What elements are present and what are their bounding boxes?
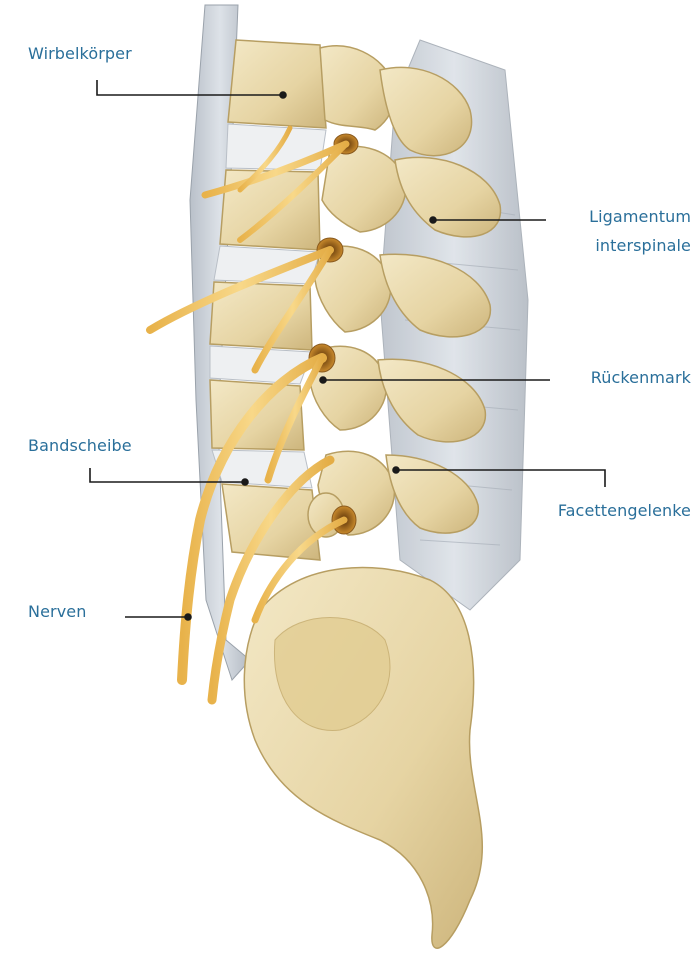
label-nerven: Nerven [28, 602, 86, 622]
label-wirbelkoerper: Wirbelkörper [28, 44, 132, 64]
label-bandscheibe: Bandscheibe [28, 436, 132, 456]
label-ligamentum-line2: interspinale [595, 236, 691, 256]
label-rueckenmark: Rückenmark [591, 368, 691, 388]
label-facettengelenke: Facettengelenke [558, 501, 691, 521]
label-ligamentum-line1: Ligamentum [589, 207, 691, 227]
